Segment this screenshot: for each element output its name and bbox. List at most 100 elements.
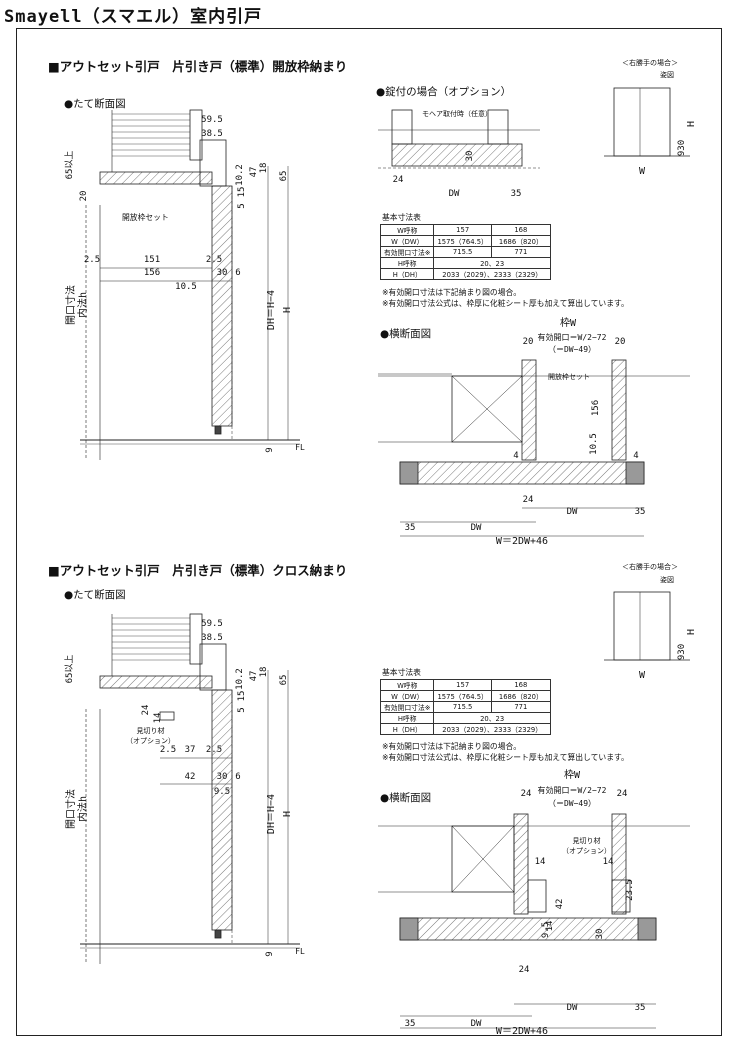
- section1-horizontal-label: ●横断面図: [380, 328, 432, 340]
- h-dim-4-a: 4: [513, 451, 518, 461]
- dim-14: 14: [153, 713, 163, 724]
- dim-42: 42: [185, 772, 196, 782]
- dim-65: 65: [279, 675, 289, 686]
- wall-stud: [189, 613, 203, 665]
- wall-stud: [189, 109, 203, 161]
- h-dim-dw-2: DW: [567, 507, 578, 517]
- h-dim-42: 42: [555, 899, 565, 910]
- h-dim-10-5: 10.5: [589, 433, 599, 455]
- h-dim-14-b: 14: [603, 857, 614, 867]
- h-dim-dw: DW: [471, 1019, 482, 1029]
- dim-18: 18: [259, 163, 269, 174]
- door-leaf: [211, 689, 233, 931]
- elevation-door: [613, 591, 671, 661]
- h-label: H: [282, 811, 293, 817]
- h-dim-dw-2: DW: [567, 1003, 578, 1013]
- dim-15: 15: [237, 187, 247, 198]
- line: [451, 825, 515, 893]
- dim-24: 24: [141, 705, 151, 716]
- roller-left: [399, 917, 419, 941]
- h-dim-35-b: 35: [635, 507, 646, 517]
- dim-15: 15: [237, 691, 247, 702]
- lock-dim-30: 30: [465, 151, 475, 162]
- dim-65: 65: [279, 171, 289, 182]
- section1-frame-set-label: 開放枠セット: [122, 213, 169, 222]
- h-dim-14-a: 14: [535, 857, 546, 867]
- section2-mikiri-label: 見切り材（オプション）: [126, 727, 175, 745]
- h-dim-dw: DW: [471, 523, 482, 533]
- section1-heading: ■アウトセット引戸 片引き戸（標準）開放枠納まり: [48, 59, 348, 74]
- elev-w: W: [639, 166, 646, 177]
- h-dim-24-b2: 24: [519, 965, 530, 975]
- roller-left: [399, 461, 419, 485]
- dim-65-min: 65以上: [64, 655, 75, 684]
- dim-18: 18: [259, 667, 269, 678]
- section2-elevation-label: 姿図: [660, 576, 674, 584]
- h-dim-24: 24: [523, 495, 534, 505]
- inner-h-label: 内法h: [76, 292, 89, 318]
- header-board: [99, 675, 213, 689]
- yuko2-label: （＝DW−49）: [548, 345, 596, 354]
- elev-w: W: [639, 670, 646, 681]
- section2-table-title: 基本寸法表: [382, 668, 421, 677]
- h-dim-35-a: 35: [405, 523, 416, 533]
- sliding-panel: [399, 917, 657, 941]
- section1-vertical-label: ●たて断面図: [64, 98, 126, 110]
- opening-label: 開口寸法: [64, 285, 77, 325]
- lock-dim-35: 35: [511, 189, 522, 199]
- dh-label: DH＝H−4: [266, 794, 277, 834]
- section1-note-1: ※有効開口寸法は下記納まり図の場合。: [382, 288, 522, 297]
- opening-label: 開口寸法: [64, 789, 77, 829]
- waku-label: 枠W: [560, 316, 577, 329]
- roller-right: [625, 461, 645, 485]
- dim-2-5-a: 2.5: [160, 745, 176, 755]
- dim-10-5: 10.5: [175, 282, 197, 292]
- dim-9-5: 9.5: [214, 787, 230, 797]
- h-dim-23-5: 23.5: [625, 879, 635, 901]
- section2-mikiri-label-2: 見切り材（オプション）: [562, 837, 611, 855]
- yuko2-label: （＝DW−49）: [548, 799, 596, 808]
- dh-label: DH＝H−4: [266, 290, 277, 330]
- dim-2-5-b: 2.5: [206, 745, 222, 755]
- section1-elevation-label: 姿図: [660, 71, 674, 79]
- section1-note-2: ※有効開口寸法公式は、枠厚に化粧シート厚も加えて算出しています。: [382, 299, 629, 308]
- section2-vertical-label: ●たて断面図: [64, 589, 126, 601]
- dim-2-5-a: 2.5: [84, 255, 100, 265]
- dim-5: 5: [237, 707, 247, 712]
- dim-47: 47: [249, 671, 259, 682]
- dim-47: 47: [249, 167, 259, 178]
- h-dim-35-b: 35: [635, 1003, 646, 1013]
- h-dim-35-a: 35: [405, 1019, 416, 1029]
- mikiri-right: [611, 879, 631, 913]
- dim-38-5: 38.5: [201, 129, 223, 139]
- lock-frame-left: [391, 109, 413, 145]
- line: [451, 375, 523, 443]
- header-board: [99, 171, 213, 185]
- section1-table-title: 基本寸法表: [382, 213, 421, 222]
- dim-37: 37: [185, 745, 196, 755]
- section1-moheya-note: モヘア取付時（任意）: [422, 110, 492, 118]
- dim-6: 6: [235, 268, 240, 278]
- section1-lock-label: ●錠付の場合（オプション）: [376, 86, 512, 98]
- page-title: Smayell（スマエル）室内引戸: [4, 7, 263, 27]
- mikiri-trim: [159, 711, 175, 721]
- elevation-door: [613, 87, 671, 157]
- dim-156: 156: [144, 268, 160, 278]
- dim-38-5: 38.5: [201, 633, 223, 643]
- elev-930: 930: [677, 140, 687, 156]
- h-dim-20-b: 20: [615, 337, 626, 347]
- roller-right: [637, 917, 657, 941]
- lock-frame-right: [487, 109, 509, 145]
- section2-hand-note: ＜右勝手の場合＞: [622, 563, 678, 571]
- jamb-right: [611, 359, 627, 461]
- dim-6: 6: [235, 772, 240, 782]
- section1-hand-note: ＜右勝手の場合＞: [622, 59, 678, 67]
- dim-151: 151: [144, 255, 160, 265]
- elev-h: H: [686, 629, 697, 635]
- lock-dim-24: 24: [393, 175, 404, 185]
- yuko-label: 有効開口＝W/2−72: [538, 332, 607, 342]
- dim-30: 30: [217, 268, 228, 278]
- floor-guide: [214, 929, 222, 939]
